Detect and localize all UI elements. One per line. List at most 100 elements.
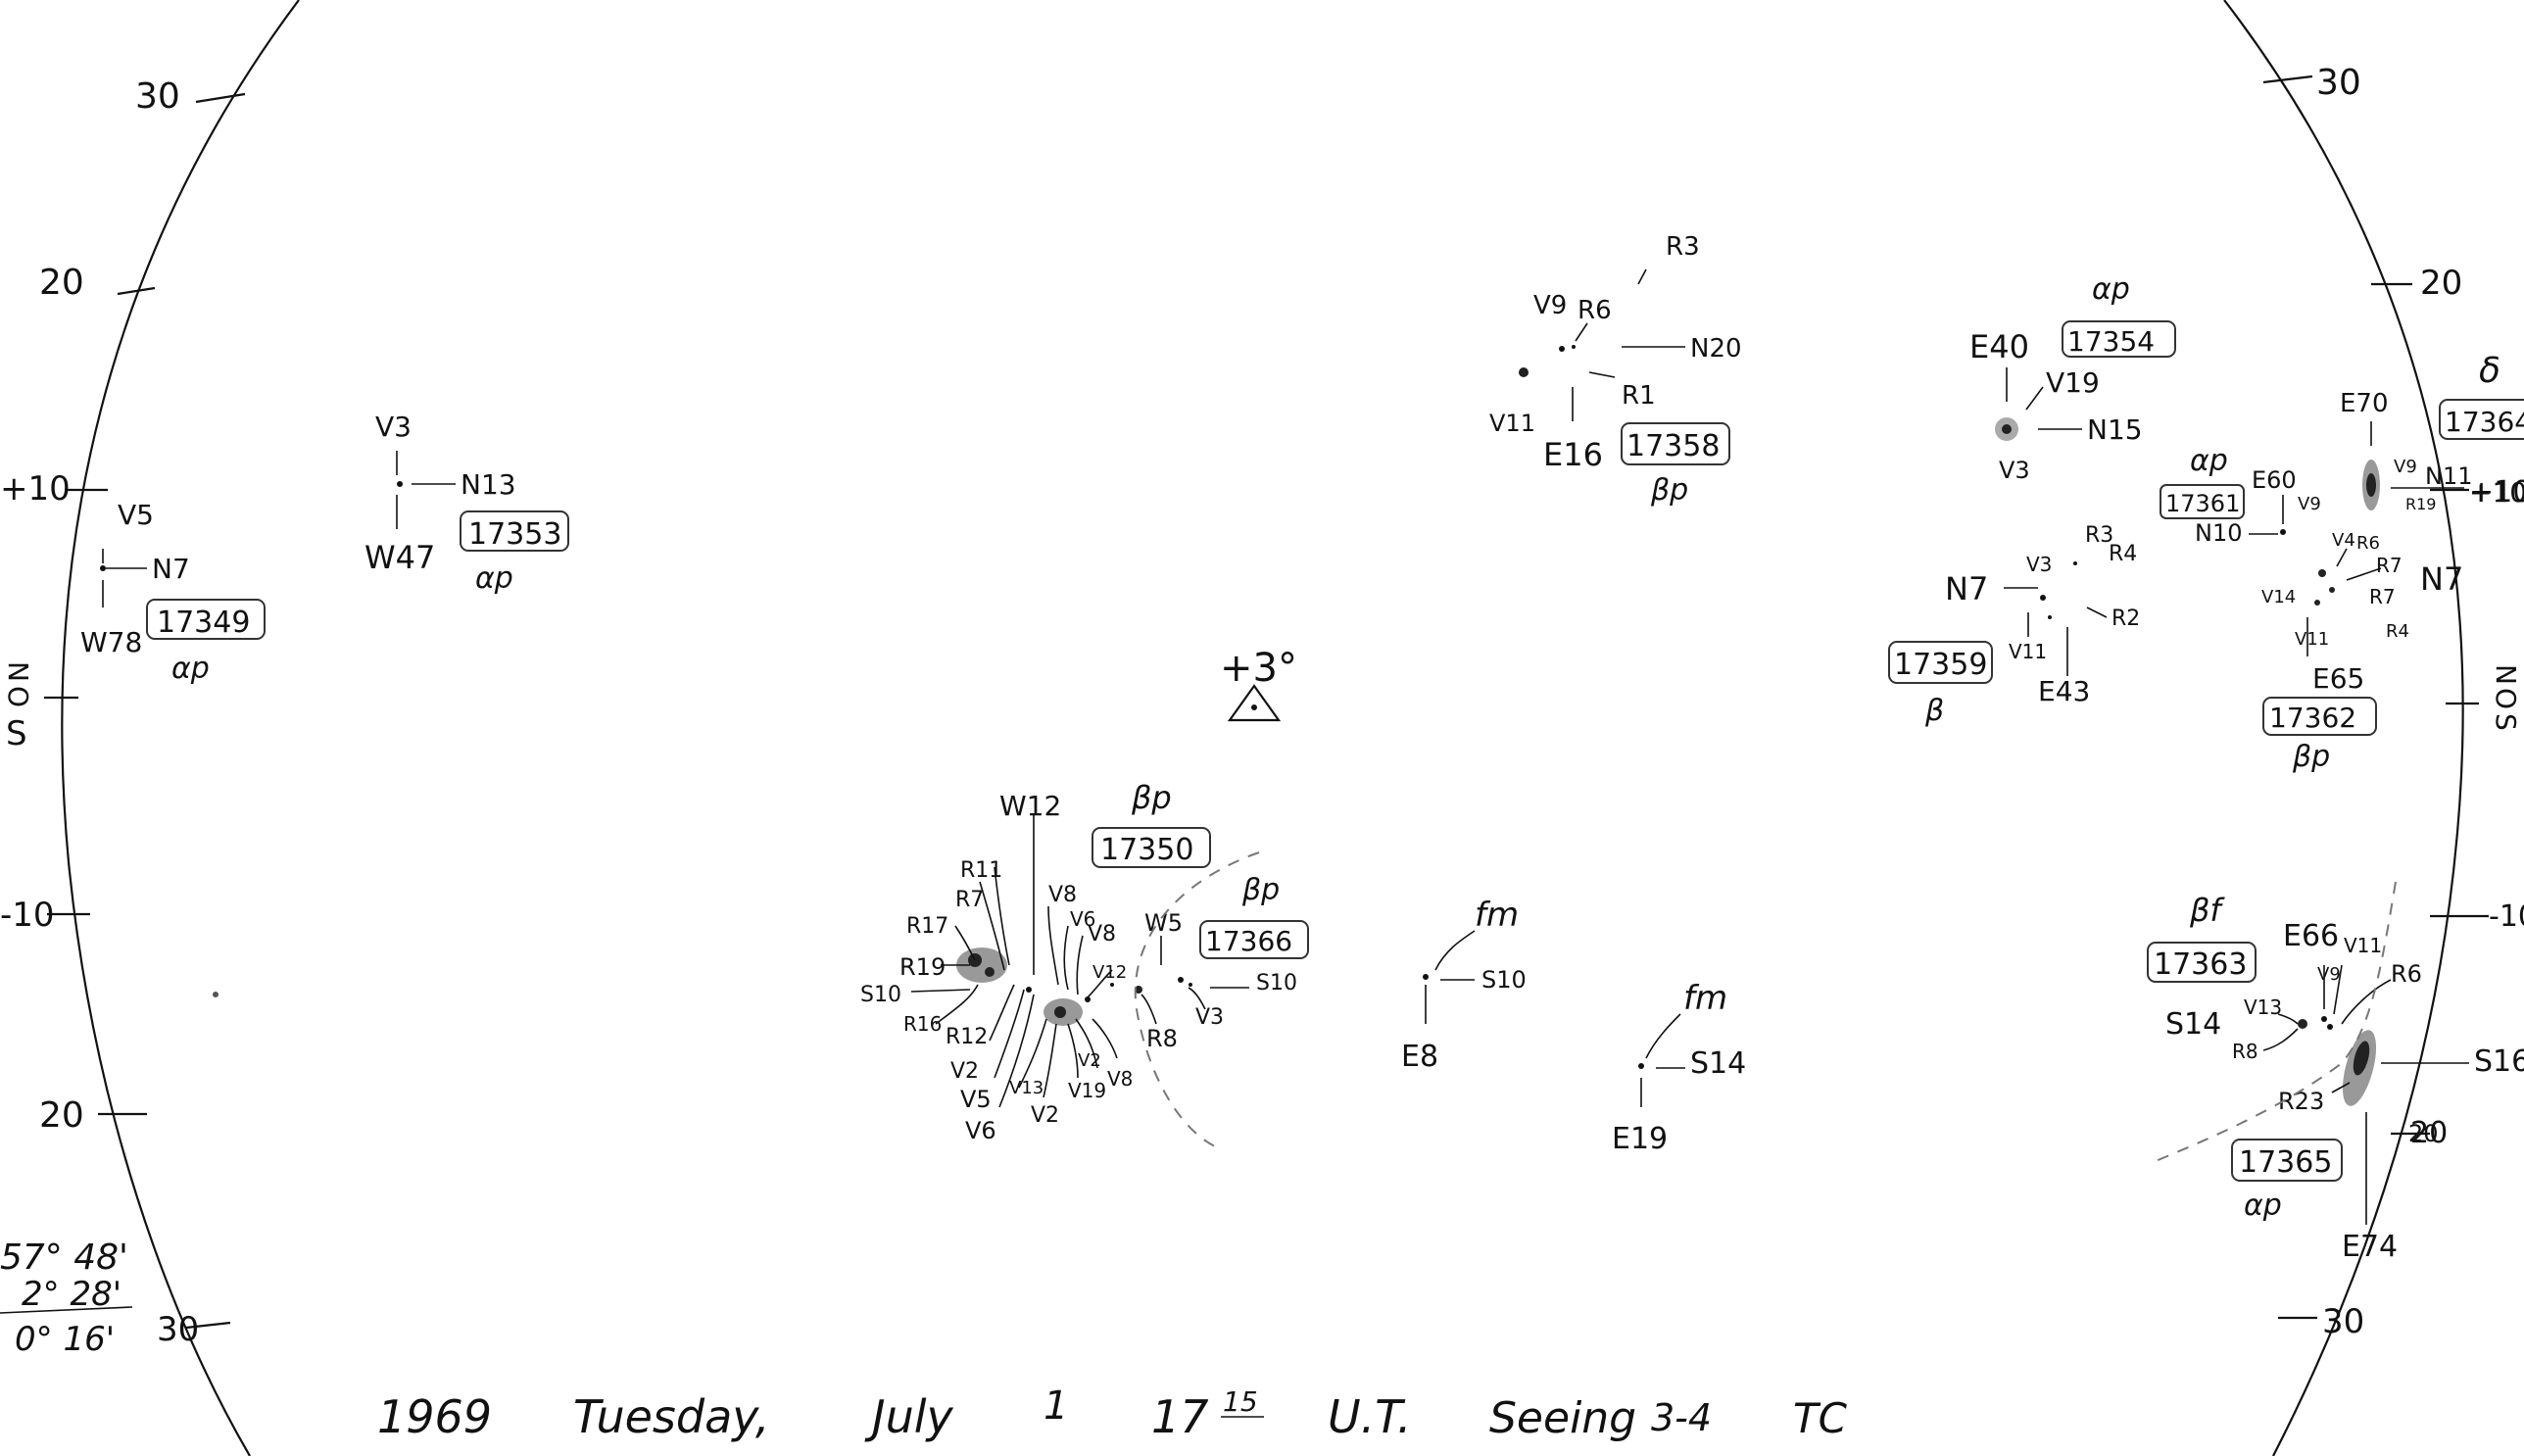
- left-letter-o: O: [2, 686, 34, 707]
- left-tick-label-30: 30: [135, 76, 180, 117]
- spot-label: 20: [2408, 1120, 2439, 1147]
- spot-label: N7: [1945, 570, 1988, 607]
- spot-label: V9: [2317, 964, 2341, 985]
- spot-label: V14: [2261, 587, 2296, 607]
- right-tick-label-30: 30: [2316, 63, 2361, 103]
- group-number: 17365: [2239, 1145, 2332, 1180]
- spot-label: S10: [860, 983, 901, 1007]
- right-letter-n: N: [2490, 664, 2522, 685]
- position-angle-notes: 57° 48' 2° 28' 0° 16': [0, 1238, 133, 1359]
- group-class: βp: [1650, 473, 1688, 508]
- left-letter-n: N: [2, 661, 34, 682]
- group-number: 17358: [1626, 429, 1720, 463]
- left-n-o-s-label: N O S: [2, 661, 34, 753]
- right-tick-label-20: 20: [2420, 264, 2462, 303]
- spot-label: R19: [2405, 495, 2436, 513]
- spot-label: V11: [2295, 629, 2329, 650]
- spot-label: V3: [1195, 1005, 1224, 1030]
- spot-label: N13: [461, 468, 516, 501]
- spot-label: V12: [1092, 962, 1127, 983]
- spot-label: V2: [950, 1059, 979, 1084]
- left-tick-label-minus10: -10: [0, 896, 55, 935]
- spot-label: R8: [1146, 1025, 1178, 1052]
- spot-label: R17: [906, 914, 948, 939]
- spot-label: V19: [2046, 366, 2100, 399]
- footer-date: 1: [1044, 1383, 1068, 1429]
- left-tick-label-20: 20: [39, 263, 84, 303]
- group-number: 17364: [2445, 406, 2524, 438]
- spot-label: V4: [2332, 530, 2355, 551]
- spot-label: V19: [1068, 1079, 1106, 1102]
- spot-label: E40: [1969, 328, 2029, 365]
- spot-label: S14: [2165, 1007, 2221, 1042]
- spot-label: R4: [2386, 621, 2409, 642]
- footer-seeing-value: 3-4: [1651, 1396, 1712, 1439]
- spot-label: E74: [2342, 1230, 2398, 1264]
- dashed-boundary-left: [1134, 851, 1260, 1147]
- sunspot-group-17350: W12 R11 R7 R17 R19 S10 R16 R12 V2 V5 V6 …: [860, 779, 1211, 1144]
- group-number: 17349: [157, 606, 250, 640]
- spot-label: V5: [118, 499, 154, 531]
- center-label: +3°: [1220, 646, 1297, 691]
- spot-label: V3: [1999, 457, 2030, 484]
- sunspot-group-fm-e8: S10 E8 fm: [1401, 896, 1527, 1074]
- angle-b: 2° 28': [22, 1275, 121, 1314]
- spot-label: R6: [1578, 296, 1612, 325]
- group-class: αp: [2092, 272, 2130, 307]
- center-triangle-icon: [1227, 684, 1282, 722]
- spot-label: V13: [2244, 995, 2282, 1019]
- right-tick-label-minus10: -10: [2489, 899, 2524, 934]
- footer-ut: U.T.: [1328, 1390, 1412, 1443]
- left-tick-label-30-south: 30: [157, 1310, 199, 1349]
- left-letter-s: S: [6, 714, 27, 753]
- spot-label: N20: [1690, 334, 1742, 364]
- spot-label: V9: [1533, 291, 1567, 320]
- footer-minutes: 15: [1223, 1385, 1258, 1418]
- spot-label: R7: [2369, 585, 2396, 608]
- sunspot-group-17365: S16 R23 20 E74 17365 αp: [2231, 1030, 2524, 1264]
- spot-label: V8: [1088, 922, 1116, 946]
- spot-label: R7: [955, 888, 984, 912]
- spot-label: R16: [903, 1012, 942, 1036]
- group-number: 17353: [468, 517, 561, 552]
- spot-label: E66: [2283, 919, 2339, 953]
- group-class: βp: [1241, 873, 1280, 907]
- spot-label: V11: [1489, 410, 1535, 437]
- group-class: αp: [475, 561, 513, 596]
- spot-label: V2: [1078, 1050, 1101, 1071]
- spot-label: V5: [960, 1086, 992, 1113]
- sunspot-group-17364: E70 V9 N11 R19 +10 δ 17364: [2340, 351, 2524, 513]
- spot-label: R6: [2356, 533, 2380, 554]
- spot-label: R7: [2376, 554, 2403, 577]
- right-letter-s: S: [2490, 713, 2522, 731]
- spot-label: V8: [1048, 883, 1077, 907]
- group-class: αp: [2190, 444, 2228, 478]
- spot-label: R23: [2278, 1088, 2324, 1115]
- spot-label: R2: [2111, 607, 2140, 631]
- spot-label: V6: [1070, 907, 1095, 931]
- group-class: βp: [2292, 740, 2330, 774]
- group-class: βf: [2189, 892, 2225, 929]
- sunspot-group-17363: E66 V11 V9 R6 S14 V13 R8 βf 17363: [2147, 892, 2422, 1063]
- sunspot-group-17362: V4 R6 R7 N7 R7 V14 R4 V11 E65 17362 βp: [2261, 530, 2463, 774]
- sunspot-group-17366: W5 S10 R8 V3 βp 17366: [1135, 873, 1309, 1052]
- spot-label: E19: [1612, 1122, 1668, 1156]
- footer-hour: 17: [1151, 1390, 1209, 1443]
- spot-label: +10: [2469, 476, 2524, 509]
- spot-label: W5: [1144, 909, 1183, 937]
- spot-label: N7: [152, 553, 190, 585]
- spot-label: V6: [965, 1117, 996, 1144]
- footer-seeing-label: Seeing: [1489, 1393, 1636, 1443]
- spot-label: R19: [899, 953, 946, 981]
- left-tick-label-plus10: +10: [0, 469, 71, 509]
- group-number: 17363: [2154, 947, 2247, 982]
- spot-label: W12: [999, 790, 1061, 822]
- left-latitude-scale: 30 20 +10 N O S -10 20 30: [0, 76, 246, 1349]
- spot-label: V3: [2026, 553, 2052, 576]
- group-class: δ: [2479, 351, 2500, 391]
- spot-label: S10: [1256, 971, 1297, 995]
- spot-label: R11: [960, 858, 1002, 883]
- spot-label: N10: [2195, 519, 2243, 547]
- angle-l: 0° 16': [15, 1320, 115, 1359]
